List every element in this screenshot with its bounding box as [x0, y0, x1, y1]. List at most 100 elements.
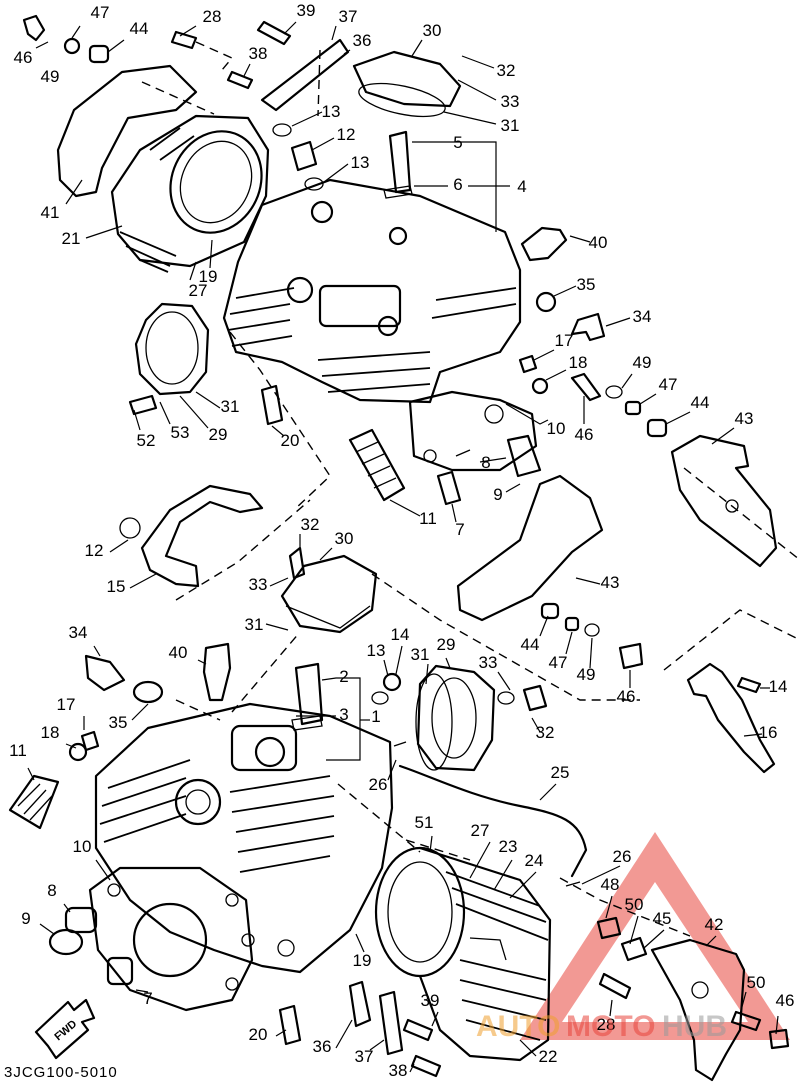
- callout-36: 36: [313, 1037, 332, 1056]
- callout-39: 39: [421, 991, 440, 1010]
- fwd-label: FWD: [52, 1018, 79, 1043]
- watermark-moto: MOTO: [566, 1010, 655, 1043]
- callout-15: 15: [107, 577, 126, 596]
- callout-43: 43: [735, 409, 754, 428]
- watermark-auto: AUTO: [476, 1010, 560, 1043]
- assembly-lines: [141, 41, 800, 937]
- callout-30: 30: [423, 21, 442, 40]
- bracket-43-middle: [456, 474, 604, 622]
- callout-53: 53: [171, 423, 190, 442]
- oil-pipe: [398, 764, 588, 878]
- callout-7: 7: [455, 520, 464, 539]
- callout-25: 25: [551, 763, 570, 782]
- callout-2: 2: [339, 667, 348, 686]
- watermark-triangle-icon: [520, 832, 790, 1040]
- callout-46: 46: [14, 48, 33, 67]
- callout-3: 3: [339, 705, 348, 724]
- spark-plug-upper: [520, 226, 568, 262]
- callout-32: 32: [497, 61, 516, 80]
- bracket-16: [686, 662, 776, 774]
- head-gasket-lower: [88, 866, 254, 1012]
- callout-49: 49: [633, 353, 652, 372]
- callout-13: 13: [367, 641, 386, 660]
- watermark-logo: [520, 832, 790, 1040]
- callout-46: 46: [575, 425, 594, 444]
- callout-50: 50: [747, 973, 766, 992]
- callout-21: 21: [62, 229, 81, 248]
- leader-lines: [27, 21, 779, 1073]
- callout-18: 18: [569, 353, 588, 372]
- callout-16: 16: [759, 723, 778, 742]
- callout-10: 10: [547, 419, 566, 438]
- callout-47: 47: [659, 375, 678, 394]
- callout-31: 31: [245, 615, 264, 634]
- callout-5: 5: [453, 133, 462, 152]
- callout-17: 17: [555, 331, 574, 350]
- callout-47: 47: [549, 653, 568, 672]
- bracket-15: [119, 484, 264, 588]
- tappet-cover-lower: [415, 664, 496, 772]
- callout-44: 44: [521, 635, 540, 654]
- callout-37: 37: [339, 7, 358, 26]
- callout-12: 12: [85, 541, 104, 560]
- callout-37: 37: [355, 1047, 374, 1066]
- callout-29: 29: [209, 425, 228, 444]
- head-cover-middle: [280, 546, 378, 634]
- callout-47: 47: [91, 3, 110, 22]
- callout-52: 52: [137, 431, 156, 450]
- callout-8: 8: [47, 881, 56, 900]
- callout-1: 1: [371, 707, 380, 726]
- callout-27: 27: [471, 821, 490, 840]
- callout-11: 11: [419, 509, 437, 528]
- callout-23: 23: [499, 837, 518, 856]
- callout-43: 43: [601, 573, 620, 592]
- callout-46: 46: [617, 687, 636, 706]
- callout-33: 33: [249, 575, 268, 594]
- callout-27: 27: [189, 281, 208, 300]
- callout-38: 38: [249, 44, 268, 63]
- callout-49: 49: [577, 665, 596, 684]
- spark-plug-lower: [202, 642, 232, 702]
- callout-24: 24: [525, 851, 544, 870]
- watermark-hub: HUB: [662, 1010, 727, 1043]
- spring-upper: [348, 428, 406, 502]
- callout-41: 41: [41, 203, 60, 222]
- callout-39: 39: [297, 1, 316, 20]
- rear-cylinder: [110, 114, 270, 273]
- callout-46: 46: [776, 991, 795, 1010]
- fasteners-upper: [22, 14, 668, 506]
- callout-36: 36: [353, 31, 372, 50]
- callout-14: 14: [769, 677, 788, 696]
- callout-32: 32: [301, 515, 320, 534]
- head-cover-upper: [352, 50, 462, 118]
- callout-10: 10: [73, 837, 92, 856]
- callout-34: 34: [69, 623, 88, 642]
- callout-45: 45: [653, 909, 672, 928]
- callout-13: 13: [351, 153, 370, 172]
- callout-40: 40: [589, 233, 608, 252]
- fwd-arrow-icon: FWD: [34, 998, 96, 1060]
- callout-20: 20: [249, 1025, 268, 1044]
- callout-30: 30: [335, 529, 354, 548]
- callout-4: 4: [517, 177, 526, 196]
- callout-40: 40: [169, 643, 188, 662]
- callout-35: 35: [577, 275, 596, 294]
- callout-49: 49: [41, 67, 60, 86]
- rear-cylinder-head: [222, 178, 538, 472]
- callout-50: 50: [625, 895, 644, 914]
- callout-29: 29: [437, 635, 456, 654]
- callout-13: 13: [322, 102, 341, 121]
- callout-31: 31: [221, 397, 240, 416]
- callout-34: 34: [633, 307, 652, 326]
- callout-7: 7: [143, 989, 152, 1008]
- callout-28: 28: [203, 7, 222, 26]
- callout-38: 38: [389, 1061, 408, 1080]
- callout-33: 33: [501, 92, 520, 111]
- callout-22: 22: [539, 1047, 558, 1066]
- fasteners-lower: [8, 602, 790, 1078]
- watermark-text: AUTO MOTO HUB: [476, 1010, 727, 1043]
- callout-11: 11: [9, 741, 27, 760]
- callout-26: 26: [369, 775, 388, 794]
- callout-26: 26: [613, 847, 632, 866]
